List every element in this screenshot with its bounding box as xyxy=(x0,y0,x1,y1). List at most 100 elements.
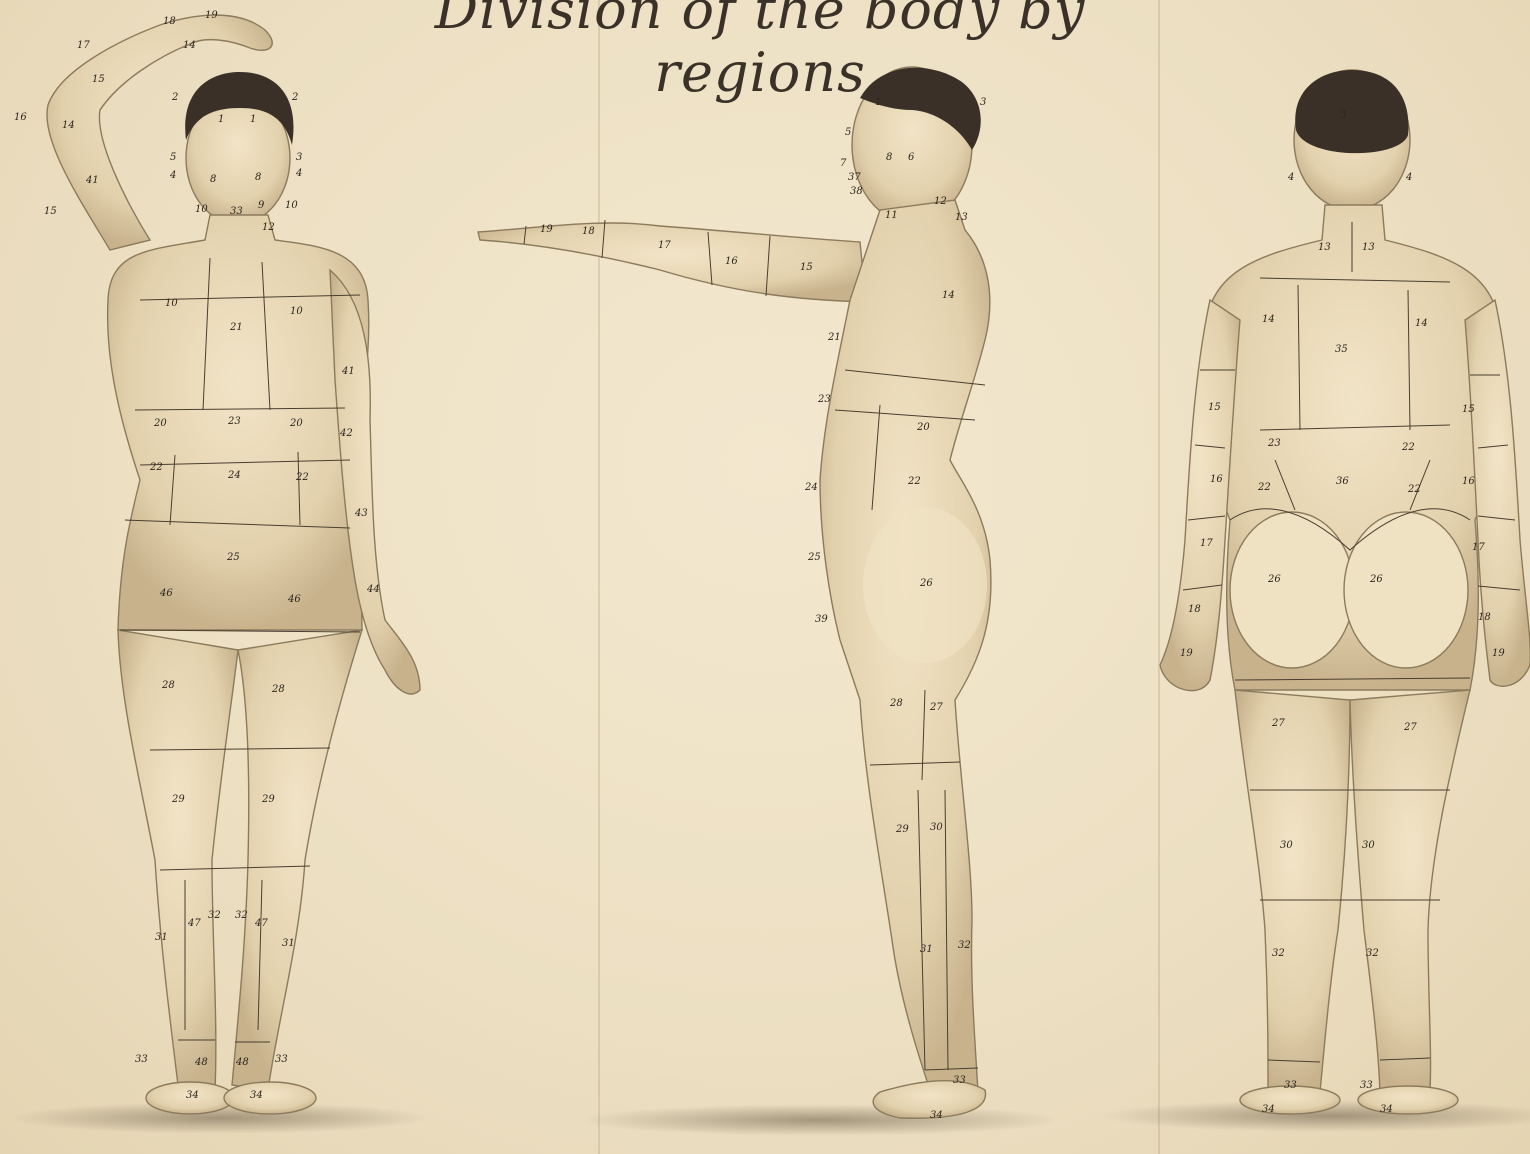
side-view-figure xyxy=(478,67,991,1118)
back-view-figure xyxy=(1160,70,1530,1114)
region-number: 16 xyxy=(14,112,27,123)
region-number: 13 xyxy=(1318,242,1331,253)
region-number: 9 xyxy=(258,200,265,211)
region-number: 20 xyxy=(916,422,930,433)
region-number: 8 xyxy=(210,174,216,185)
region-number: 33 xyxy=(230,206,243,217)
region-number: 34 xyxy=(1262,1104,1275,1115)
region-number: 31 xyxy=(155,932,168,943)
region-number: 46 xyxy=(287,594,301,605)
region-number: 15 xyxy=(1462,404,1475,415)
region-number: 17 xyxy=(77,40,90,51)
region-number: 18 xyxy=(582,226,595,237)
region-number: 41 xyxy=(85,175,99,186)
region-number: 38 xyxy=(850,186,863,197)
region-number: 25 xyxy=(226,552,240,563)
region-number: 7 xyxy=(840,158,847,169)
region-number: 25 xyxy=(807,552,821,563)
region-number: 6 xyxy=(908,152,915,163)
region-number: 14 xyxy=(942,290,955,301)
region-number: 22 xyxy=(1407,484,1421,495)
region-number: 28 xyxy=(161,680,175,691)
region-number: 17 xyxy=(1472,542,1485,553)
region-number: 22 xyxy=(295,472,309,483)
region-number: 31 xyxy=(920,944,933,955)
region-number: 44 xyxy=(366,584,380,595)
region-number: 10 xyxy=(195,204,208,215)
region-number: 18 xyxy=(1188,604,1201,615)
floor-shadow xyxy=(580,1104,1060,1136)
region-number: 22 xyxy=(1257,482,1271,493)
region-number: 16 xyxy=(725,256,738,267)
region-number: 37 xyxy=(848,172,861,183)
region-number: 48 xyxy=(194,1057,208,1068)
region-number: 23 xyxy=(227,416,241,427)
region-number: 11 xyxy=(885,210,898,221)
region-number: 30 xyxy=(1280,840,1293,851)
region-number: 39 xyxy=(815,614,828,625)
region-number: 29 xyxy=(171,794,185,805)
region-number: 2 xyxy=(171,92,178,103)
region-number: 33 xyxy=(135,1054,148,1065)
region-number: 4 xyxy=(295,168,302,179)
region-number: 12 xyxy=(262,222,275,233)
region-number: 19 xyxy=(540,224,553,235)
region-number: 46 xyxy=(159,588,173,599)
region-number: 19 xyxy=(1492,648,1505,659)
region-number: 3 xyxy=(296,152,302,163)
region-number: 15 xyxy=(92,74,105,85)
region-number: 22 xyxy=(907,476,921,487)
region-number: 19 xyxy=(1180,648,1193,659)
region-number: 32 xyxy=(208,910,221,921)
region-number: 34 xyxy=(250,1090,263,1101)
region-number: 42 xyxy=(339,428,353,439)
region-number: 15 xyxy=(44,206,57,217)
region-number: 43 xyxy=(354,508,368,519)
region-number: 26 xyxy=(919,578,933,589)
region-number: 15 xyxy=(800,262,813,273)
region-number: 21 xyxy=(229,322,243,333)
region-number: 21 xyxy=(827,332,841,343)
region-number: 17 xyxy=(658,240,671,251)
region-number: 14 xyxy=(1262,314,1275,325)
region-number: 18 xyxy=(163,16,176,27)
region-number: 28 xyxy=(271,684,285,695)
region-number: 22 xyxy=(1401,442,1415,453)
region-number: 13 xyxy=(1362,242,1375,253)
region-number: 22 xyxy=(149,462,163,473)
region-number: 34 xyxy=(930,1110,943,1121)
region-number: 33 xyxy=(275,1054,288,1065)
region-number: 4 xyxy=(1287,172,1294,183)
region-number: 3 xyxy=(980,97,986,108)
front-view-figure xyxy=(47,15,420,1114)
region-number: 33 xyxy=(1284,1080,1297,1091)
region-number: 36 xyxy=(1336,476,1349,487)
region-number: 34 xyxy=(186,1090,199,1101)
region-number: 30 xyxy=(930,822,943,833)
region-number: 32 xyxy=(1366,948,1379,959)
region-number: 18 xyxy=(1478,612,1491,623)
region-number: 10 xyxy=(290,306,303,317)
region-number: 19 xyxy=(205,10,218,21)
region-number: 8 xyxy=(255,172,261,183)
region-number: 20 xyxy=(153,418,167,429)
region-number: 48 xyxy=(235,1057,249,1068)
region-number: 4 xyxy=(1405,172,1412,183)
region-number: 14 xyxy=(62,120,75,131)
region-number: 27 xyxy=(1271,718,1285,729)
region-number: 2 xyxy=(291,92,298,103)
region-number: 31 xyxy=(282,938,295,949)
region-number: 33 xyxy=(1360,1080,1373,1091)
region-number: 8 xyxy=(886,152,892,163)
region-number: 27 xyxy=(929,702,943,713)
region-number: 10 xyxy=(165,298,178,309)
region-number: 47 xyxy=(187,918,201,929)
region-number: 32 xyxy=(958,940,971,951)
region-number: 1 xyxy=(875,97,881,108)
region-number: 15 xyxy=(1208,402,1221,413)
region-number: 24 xyxy=(227,470,241,481)
region-number: 16 xyxy=(1462,476,1475,487)
region-number: 34 xyxy=(1380,1104,1393,1115)
